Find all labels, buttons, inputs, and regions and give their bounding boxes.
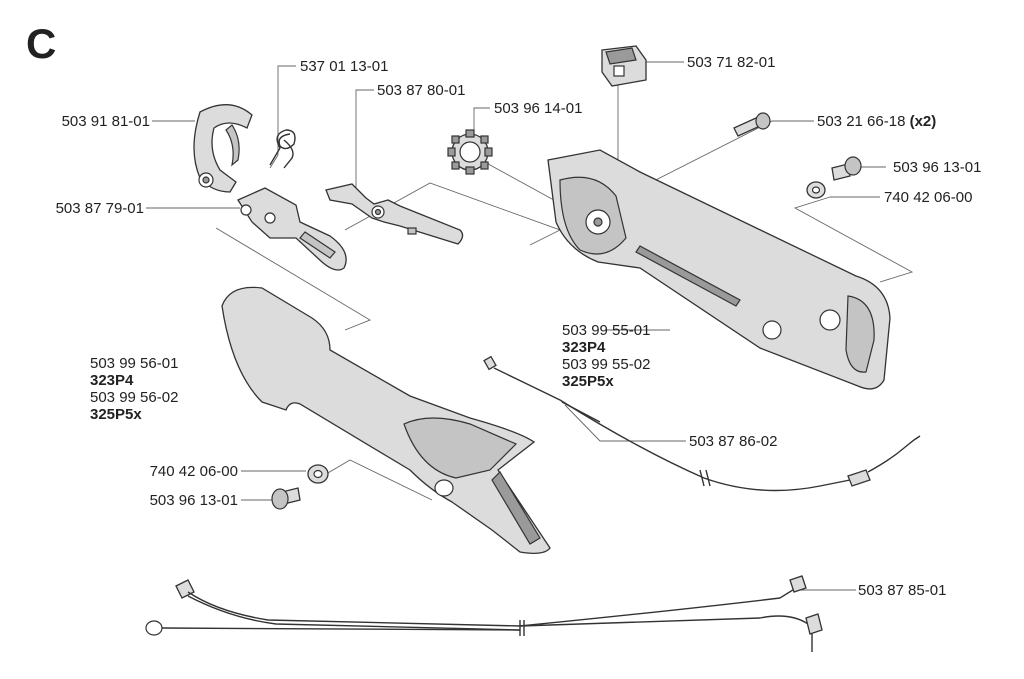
switch-part [601,45,647,87]
handle-half-left [221,286,551,554]
section-letter: C [26,20,57,67]
throttle-rod-part [325,183,464,245]
washer-part-right [806,181,826,199]
screw-part-right [831,156,862,181]
wire-harness-part [145,575,823,652]
label-503-99-56-02: 503 99 56-02 [90,389,179,406]
screw-part-left [271,487,301,510]
label-537-01-13-01: 537 01 13-01 [300,58,389,75]
label-503-96-13-01-left: 503 96 13-01 [149,492,238,509]
label-503-21-66-18-pn: 503 21 66-18 [817,113,906,130]
leader-lines [146,61,914,591]
gear-ring-part [447,129,493,175]
label-503-99-55-01: 503 99 55-01 [562,322,651,339]
label-group-503-99-56: 503 99 56-01 323P4 503 99 56-02 325P5x [90,355,178,423]
label-model-325P5x-left: 325P5x [90,406,142,423]
label-group-503-99-55: 503 99 55-01 323P4 503 99 55-02 325P5x [562,322,650,390]
label-740-42-06-00-left: 740 42 06-00 [149,463,238,480]
label-503-87-85-01: 503 87 85-01 [858,582,947,599]
label-503-96-14-01: 503 96 14-01 [494,100,583,117]
label-740-42-06-00-right: 740 42 06-00 [884,189,973,206]
screw-part-long [733,112,771,137]
bracket-part [193,104,253,193]
label-503-96-13-01-right: 503 96 13-01 [893,159,982,176]
label-503-21-66-18-qty: (x2) [909,113,937,130]
label-model-323P4-left: 323P4 [90,372,134,389]
handle-half-right [547,149,891,390]
label-503-91-81-01: 503 91 81-01 [61,113,150,130]
label-503-87-80-01: 503 87 80-01 [377,82,466,99]
spring-part [269,129,296,169]
washer-part-left [307,464,329,484]
label-503-87-86-02: 503 87 86-02 [689,433,778,450]
label-model-323P4-right: 323P4 [562,339,606,356]
label-503-21-66-18: 503 21 66-18 (x2) [817,113,936,130]
label-503-99-56-01: 503 99 56-01 [90,355,179,372]
label-model-325P5x-right: 325P5x [562,373,614,390]
trigger-part [237,187,347,271]
throttle-cable-part [483,355,921,492]
label-503-87-79-01: 503 87 79-01 [55,200,144,217]
label-503-99-55-02: 503 99 55-02 [562,356,651,373]
label-503-71-82-01: 503 71 82-01 [687,54,776,71]
